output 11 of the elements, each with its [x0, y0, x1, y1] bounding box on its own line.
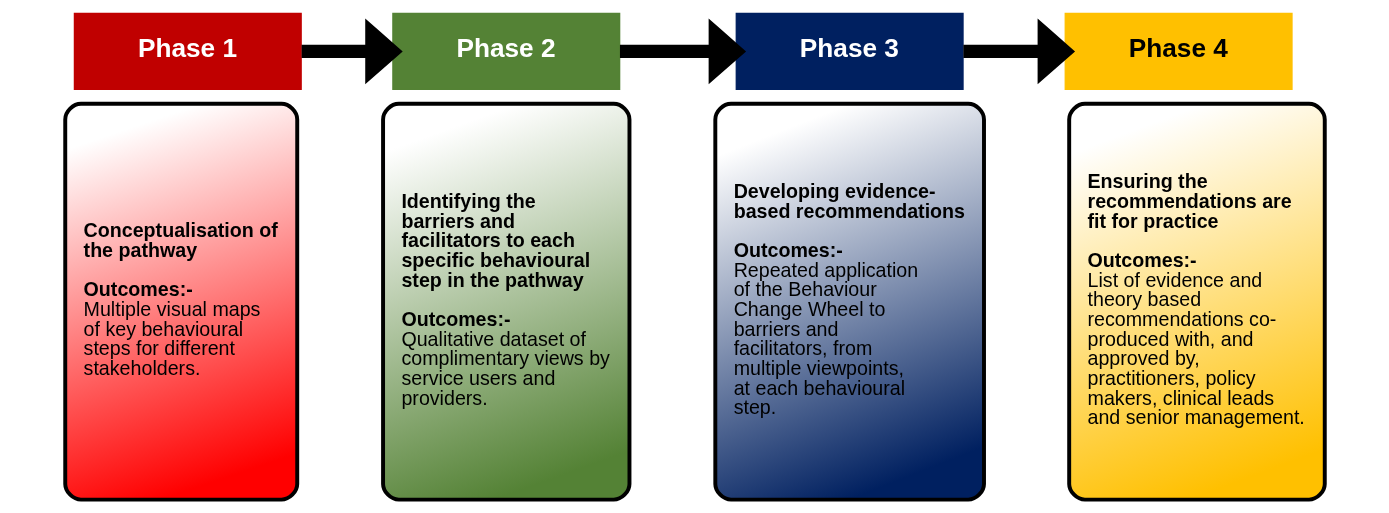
- node-box: Identifying the barriers and facilitators to each specific behavioural step in the pathway Outcomes:- Qualitative dataset of complimentary views by service users and providers.: [380, 101, 631, 502]
- node-box: Conceptualisation of the pathway Outcomes:- Multiple visual maps of key behavioural steps for different stakeholders.: [62, 101, 299, 502]
- arrow: [962, 18, 1075, 85]
- node-box: Ensuring the recommendations are fit for practice Outcomes:- List of evidence and theory based recommendations co-produced with, and approved by, practitioners, policy makers, clinical leads and senior management.: [1066, 101, 1327, 502]
- arrow: [619, 18, 746, 85]
- node-box: Phase 4: [1064, 12, 1293, 91]
- arrow: [301, 18, 403, 85]
- node-box: Developing evidence-based recommendations Outcomes:- Repeated application of the Behaviour Change Wheel to barriers and facilitators, from multiple viewpoints, at each behavioural step.: [712, 101, 986, 502]
- node-box: Phase 1: [73, 12, 302, 91]
- node-box: Phase 3: [735, 12, 964, 91]
- node-box: Phase 2: [391, 12, 620, 91]
